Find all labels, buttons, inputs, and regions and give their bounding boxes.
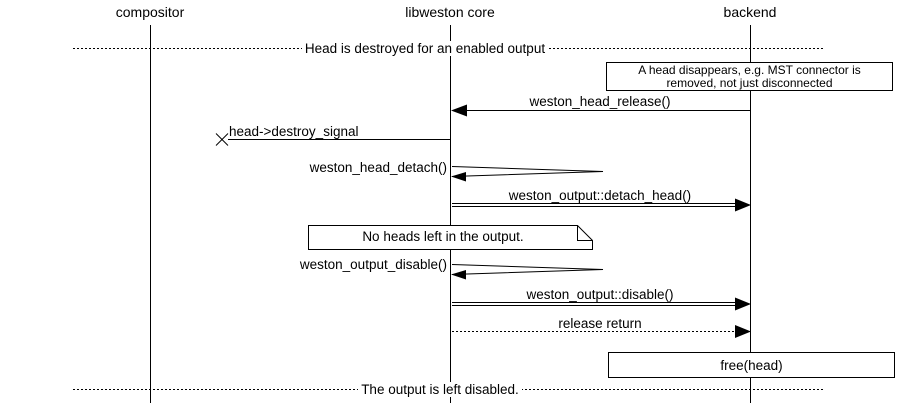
message-label-release-return: release return (558, 316, 642, 331)
participant-compositor: compositor (115, 4, 185, 20)
message-label-destroy-signal: head->destroy_signal (229, 124, 359, 139)
message-label-head-release: weston_head_release() (529, 94, 671, 109)
note-fold-corner-icon (577, 225, 593, 241)
arrowhead-left-icon (451, 270, 466, 280)
arrowhead-right-icon (735, 198, 751, 212)
message-label-head-detach: weston_head_detach() (309, 160, 447, 175)
note-head-disappears: A head disappears, e.g. MST connector is… (606, 62, 893, 91)
message-label-detach-head: weston_output::detach_head() (508, 188, 692, 203)
divider-top: Head is destroyed for an enabled output (0, 41, 900, 56)
action-box-free-head-label: free(head) (720, 357, 783, 373)
arrowhead-right-icon (735, 297, 751, 311)
arrow-release-return (452, 325, 751, 338)
divider-top-label: Head is destroyed for an enabled output (301, 41, 549, 56)
message-label-disable: weston_output::disable() (526, 287, 674, 302)
self-arrow-output-disable (451, 264, 604, 280)
participant-libweston-core: libweston core (405, 4, 495, 20)
arrowhead-right-icon (735, 325, 751, 338)
participant-backend: backend (723, 4, 777, 20)
arrow-destroy-signal (215, 133, 450, 146)
divider-bottom-label: The output is left disabled. (358, 382, 522, 397)
arrowhead-left-icon (451, 172, 466, 182)
note-no-heads-left-shape (308, 225, 593, 250)
arrowhead-left-icon (451, 104, 467, 117)
arrow-detach-head (452, 198, 751, 212)
arrow-disable (452, 297, 751, 311)
note-head-disappears-line2: removed, not just disconnected (666, 76, 833, 90)
arrow-head-release (451, 104, 750, 117)
note-no-heads-left-label: No heads left in the output. (362, 229, 524, 244)
note-head-disappears-line1: A head disappears, e.g. MST connector is (638, 63, 861, 77)
action-box-free-head: free(head) (608, 352, 895, 378)
divider-bottom: The output is left disabled. (0, 382, 900, 397)
message-label-output-disable: weston_output_disable() (299, 257, 447, 272)
self-arrow-head-detach (451, 166, 604, 182)
